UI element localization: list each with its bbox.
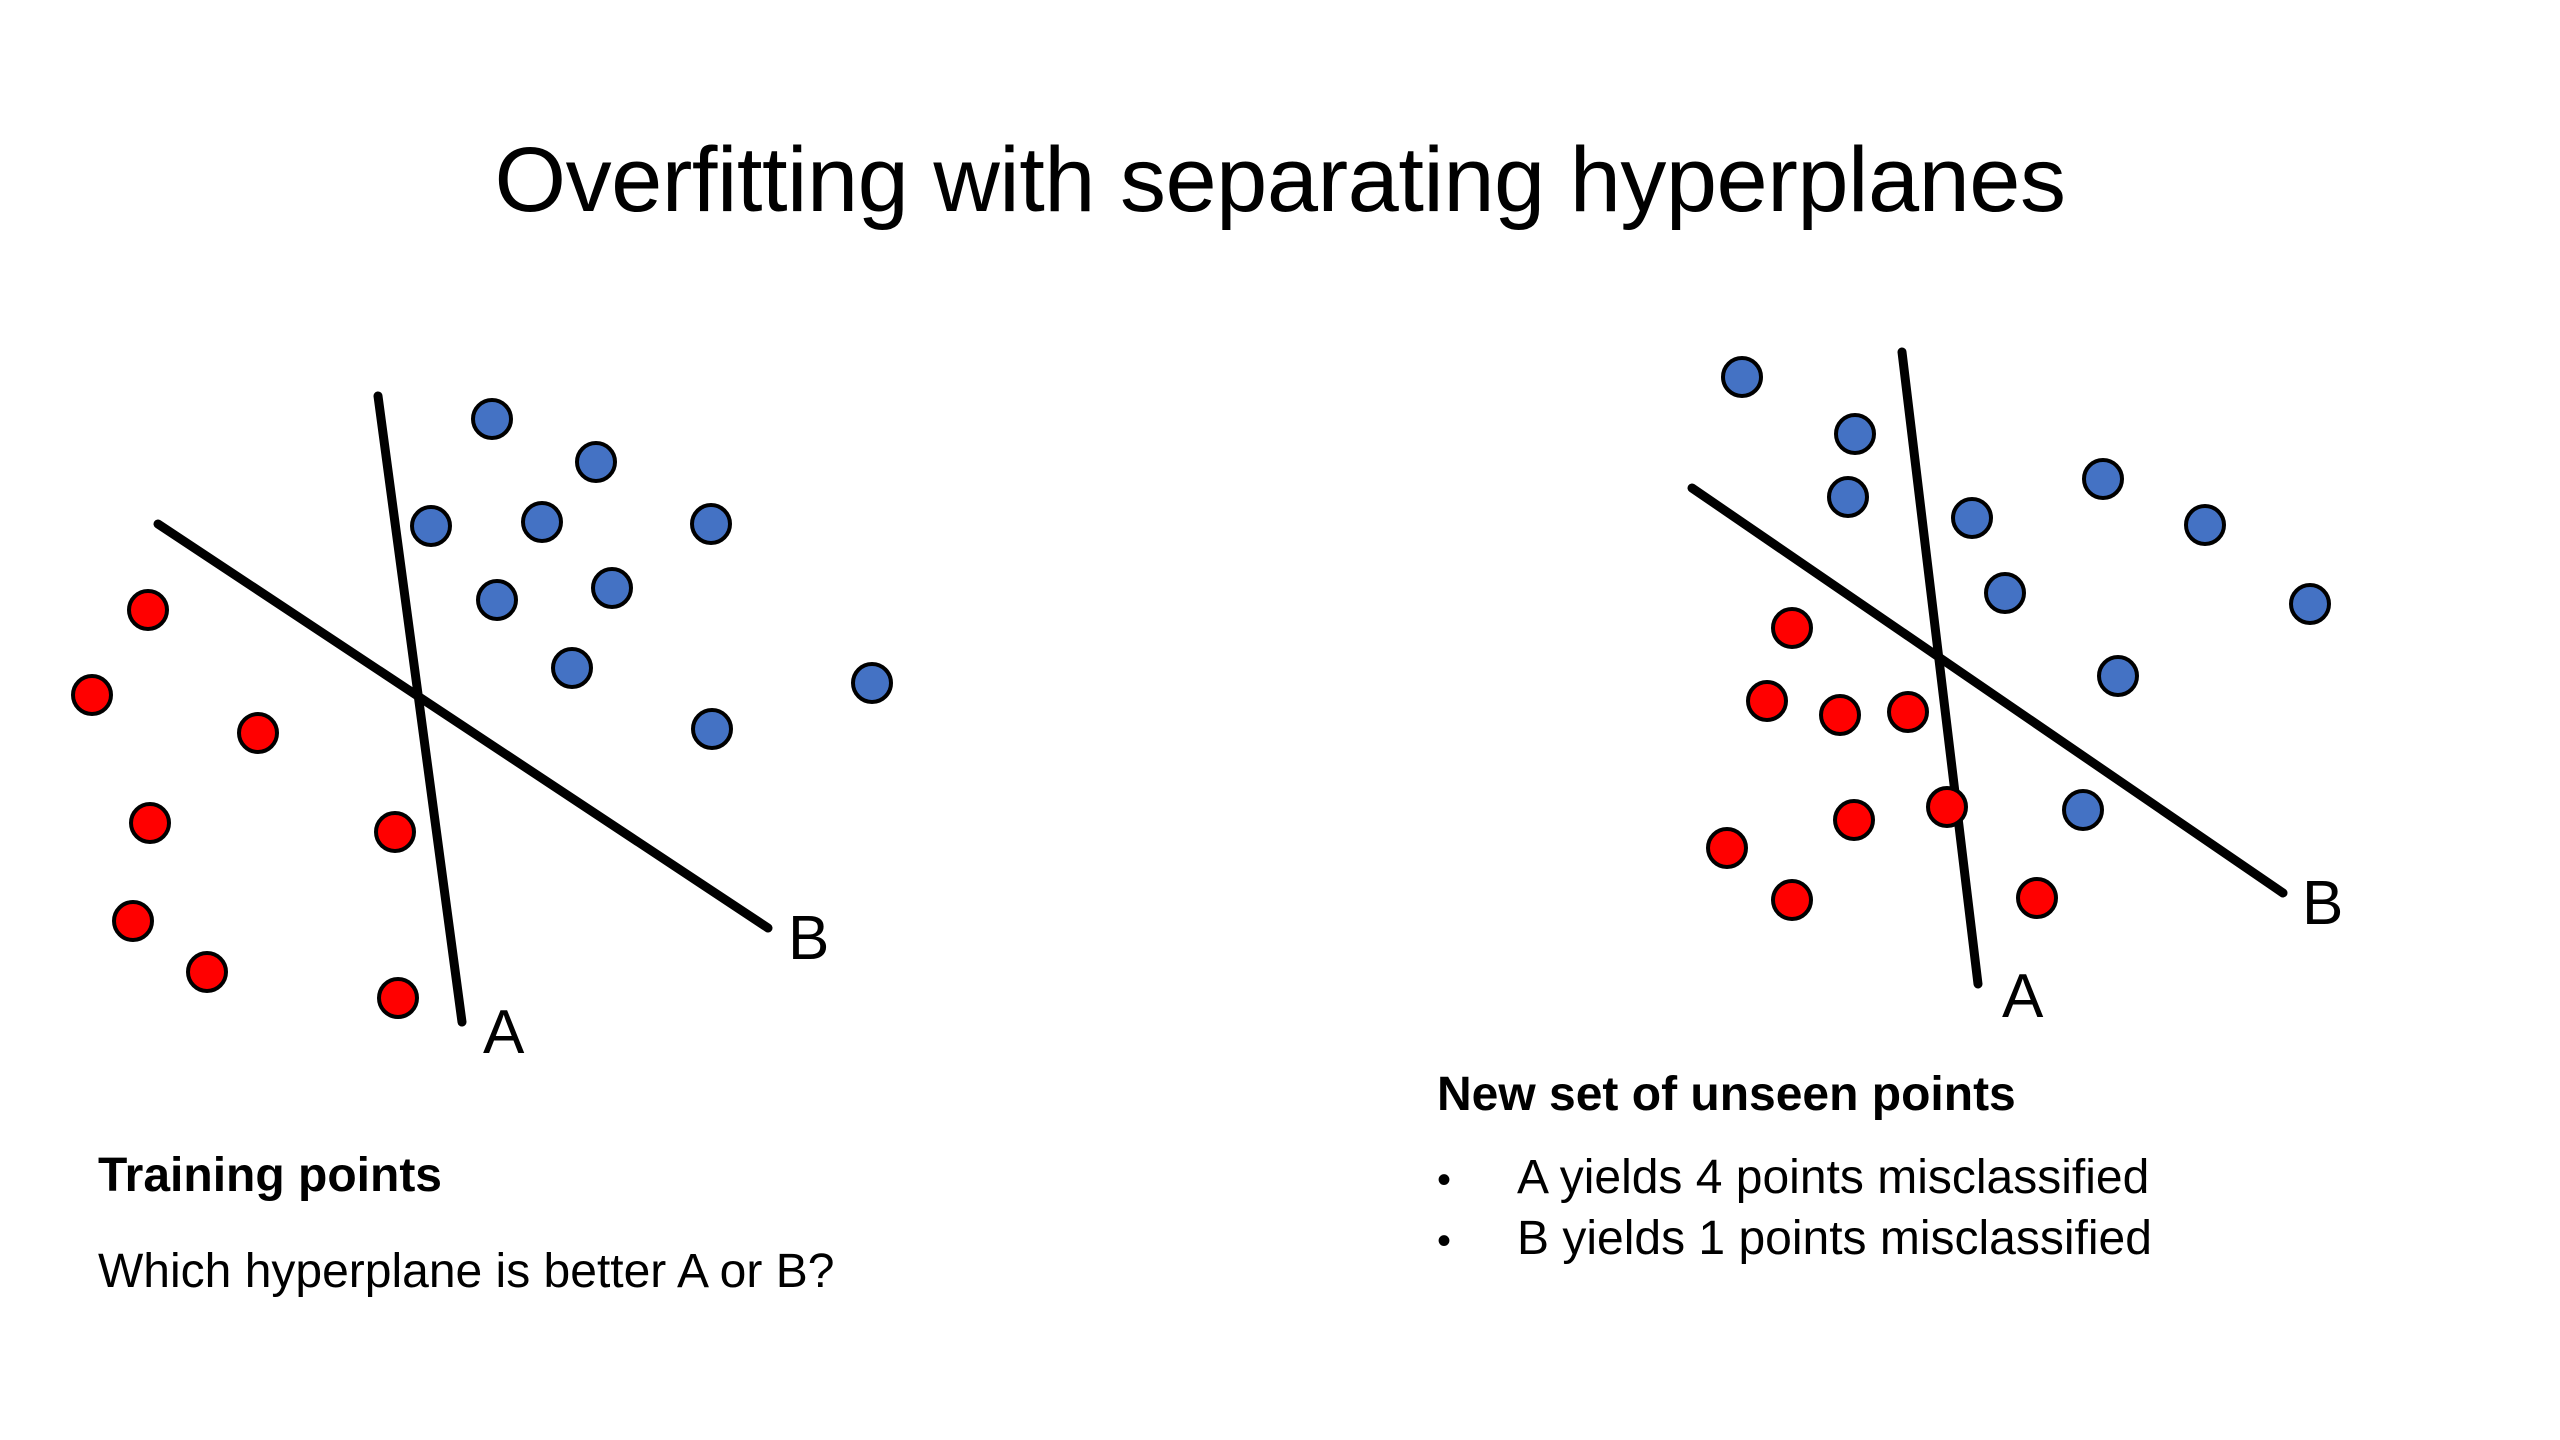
data-point-blue — [2062, 789, 2104, 831]
data-point-blue — [2289, 583, 2331, 625]
bullet-icon: • — [1437, 1158, 1452, 1202]
data-point-blue — [690, 503, 732, 545]
line-b — [153, 519, 773, 933]
unseen-hyperplane-b — [1687, 483, 2288, 898]
data-point-red — [374, 811, 416, 853]
data-point-red — [112, 900, 154, 942]
data-point-blue — [2082, 458, 2124, 500]
data-point-blue — [1984, 572, 2026, 614]
misclassification-list: • A yields 4 points misclassified • B yi… — [1437, 1147, 2152, 1270]
list-item: • A yields 4 points misclassified — [1437, 1147, 2152, 1208]
unseen-points-heading: New set of unseen points — [1437, 1068, 2016, 1121]
page-title: Overfitting with separating hyperplanes — [494, 129, 2066, 231]
line-a — [1897, 347, 1983, 989]
line-a — [373, 391, 467, 1027]
training-hyperplane-b — [153, 519, 773, 933]
list-item: • B yields 1 points misclassified — [1437, 1208, 2152, 1269]
data-point-blue — [2097, 655, 2139, 697]
data-point-blue — [851, 662, 893, 704]
unseen-line-a-label: A — [2002, 962, 2044, 1031]
data-point-blue — [1721, 356, 1763, 398]
data-point-blue — [476, 579, 518, 621]
panel-training-points — [71, 391, 893, 1027]
training-line-a-label: A — [483, 998, 525, 1067]
line-b — [1687, 483, 2288, 898]
data-point-red — [71, 674, 113, 716]
data-point-blue — [575, 441, 617, 483]
training-red-points — [71, 589, 419, 1019]
bullet-icon: • — [1437, 1219, 1452, 1264]
data-point-red — [129, 802, 171, 844]
data-point-blue — [551, 647, 593, 689]
training-caption-block: Training points Which hyperplane is bett… — [98, 1146, 834, 1302]
data-point-blue — [1951, 497, 1993, 539]
training-hyperplane-a — [373, 391, 467, 1027]
data-point-red — [1887, 691, 1929, 733]
training-line-b-label: B — [788, 904, 830, 973]
data-point-red — [1833, 799, 1875, 841]
unseen-line-b-label: B — [2302, 869, 2344, 938]
panel-unseen-points — [1687, 347, 2331, 989]
list-item-label: A yields 4 points misclassified — [1517, 1151, 2150, 1204]
data-point-blue — [471, 398, 513, 440]
list-item-label: B yields 1 points misclassified — [1517, 1212, 2152, 1266]
data-point-blue — [1834, 413, 1876, 455]
unseen-red-points — [1706, 607, 2058, 921]
data-point-red — [1771, 607, 1813, 649]
data-point-blue — [410, 505, 452, 547]
data-point-blue — [521, 501, 563, 543]
data-point-red — [1819, 694, 1861, 736]
data-point-blue — [691, 708, 733, 750]
data-point-red — [1706, 827, 1748, 869]
unseen-hyperplane-a — [1897, 347, 1983, 989]
data-point-red — [1771, 879, 1813, 921]
data-point-blue — [1827, 476, 1869, 518]
training-points-question: Which hyperplane is better A or B? — [98, 1245, 835, 1298]
unseen-caption-block: New set of unseen points • A yields 4 po… — [1437, 1065, 2152, 1270]
data-point-red — [377, 977, 419, 1019]
data-point-red — [1746, 680, 1788, 722]
data-point-blue — [2184, 504, 2226, 546]
training-points-heading: Training points — [98, 1149, 442, 1202]
data-point-red — [237, 712, 279, 754]
data-point-red — [127, 589, 169, 631]
data-point-red — [2016, 877, 2058, 919]
data-point-blue — [591, 567, 633, 609]
unseen-blue-points — [1721, 356, 2331, 831]
data-point-red — [1926, 786, 1968, 828]
data-point-red — [186, 951, 228, 993]
training-blue-points — [410, 398, 893, 750]
